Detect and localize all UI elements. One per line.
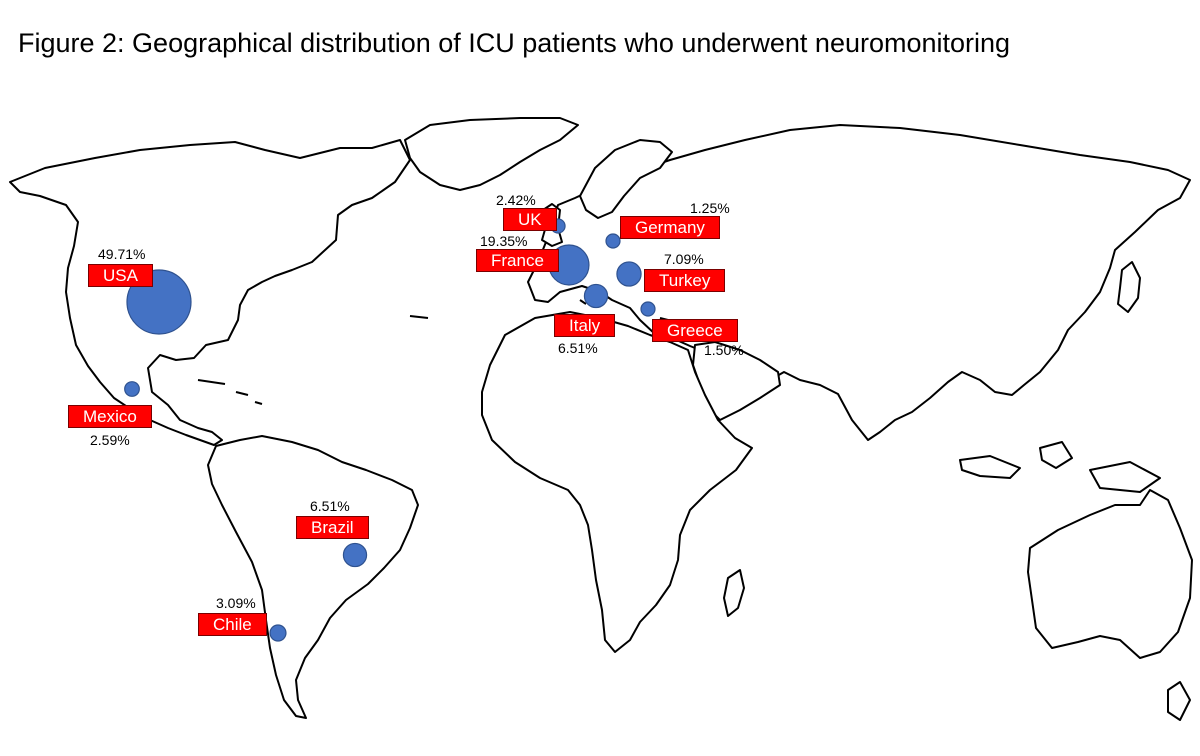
percent-germany: 1.25% <box>690 200 730 216</box>
label-greece: Greece <box>652 319 738 342</box>
percent-mexico: 2.59% <box>90 432 130 448</box>
australia-landmass <box>1027 489 1193 659</box>
percent-turkey: 7.09% <box>664 251 704 267</box>
label-chile: Chile <box>198 613 267 636</box>
bubble-mexico <box>124 381 140 397</box>
label-germany: Germany <box>620 216 720 239</box>
north-america-landmass <box>9 139 411 446</box>
label-france: France <box>476 249 559 272</box>
bubble-germany <box>605 233 621 249</box>
indonesia-landmass <box>959 441 1161 493</box>
percent-usa: 49.71% <box>98 246 146 262</box>
percent-france: 19.35% <box>480 233 528 249</box>
percent-chile: 3.09% <box>216 595 256 611</box>
bubble-brazil <box>342 542 368 568</box>
new-zealand-landmass <box>1167 681 1191 721</box>
bubble-turkey <box>616 261 642 287</box>
label-italy: Italy <box>554 314 616 337</box>
caribbean-islands <box>197 379 263 405</box>
scandinavia-landmass <box>579 139 673 219</box>
percent-uk: 2.42% <box>496 192 536 208</box>
madagascar-landmass <box>723 569 745 617</box>
bubble-italy <box>583 283 609 309</box>
bubble-chile <box>269 624 287 642</box>
africa-landmass <box>481 311 753 653</box>
continents <box>9 117 1193 721</box>
label-uk: UK <box>503 208 557 231</box>
figure-title: Figure 2: Geographical distribution of I… <box>18 28 1011 58</box>
japan-landmass <box>1117 261 1141 313</box>
label-brazil: Brazil <box>296 516 369 539</box>
percent-greece: 1.50% <box>704 342 744 358</box>
bubble-greece <box>640 301 656 317</box>
percent-brazil: 6.51% <box>310 498 350 514</box>
label-mexico: Mexico <box>68 405 152 428</box>
south-america-landmass <box>207 435 419 719</box>
label-turkey: Turkey <box>644 269 726 292</box>
label-usa: USA <box>88 264 153 287</box>
greenland-landmass <box>404 117 579 191</box>
percent-italy: 6.51% <box>558 340 598 356</box>
